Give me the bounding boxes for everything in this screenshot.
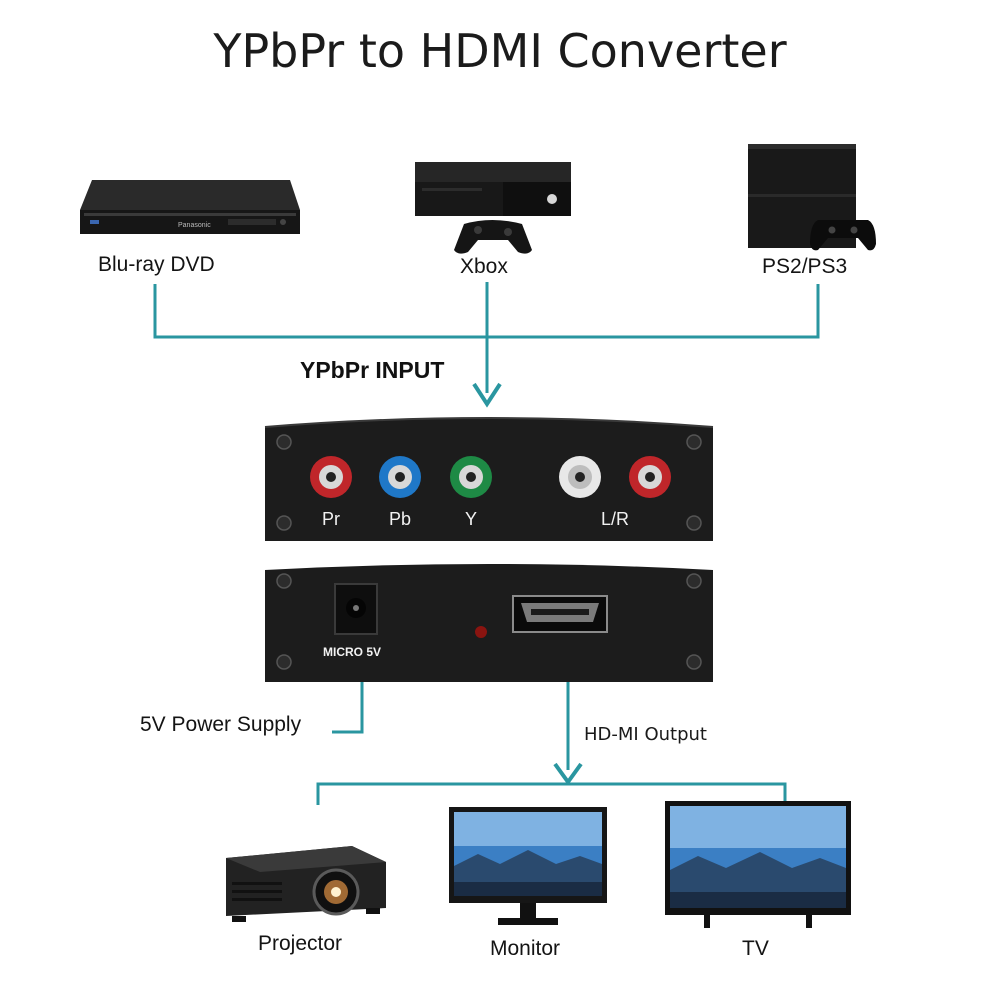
port-label-pb: Pb xyxy=(389,509,411,529)
output-bus-line xyxy=(316,782,787,805)
rca-jack-audio-r[interactable] xyxy=(629,456,671,498)
output-label-monitor: Monitor xyxy=(490,937,561,960)
output-arrow-icon xyxy=(553,762,583,786)
hdmi-port[interactable] xyxy=(512,595,608,633)
source-label-ps: PS2/PS3 xyxy=(762,255,848,278)
port-label-lr: L/R xyxy=(601,509,629,529)
port-label-y: Y xyxy=(465,509,477,529)
ypbpr-input-label: YPbPr INPUT xyxy=(300,357,445,383)
projector-icon xyxy=(226,846,386,922)
rca-jack-y[interactable] xyxy=(450,456,492,498)
power-port-label: MICRO 5V xyxy=(323,645,381,659)
blu-ray-player-icon: Panasonic xyxy=(80,180,300,234)
power-wire xyxy=(332,682,364,734)
source-label-xbox: Xbox xyxy=(460,255,508,278)
xbox-controller-icon xyxy=(454,220,532,254)
hdmi-output-label: HD-MI Output xyxy=(584,724,707,745)
port-label-pr: Pr xyxy=(322,509,340,529)
input-arrow-icon xyxy=(472,382,502,408)
rca-jack-audio-l[interactable] xyxy=(559,456,601,498)
monitor-icon xyxy=(449,807,607,925)
dc-power-jack[interactable] xyxy=(334,583,378,635)
power-supply-label: 5V Power Supply xyxy=(140,713,302,736)
ps-controller-icon xyxy=(810,220,876,251)
output-label-projector: Projector xyxy=(258,932,343,955)
source-label-blu-ray: Blu-ray DVD xyxy=(98,253,215,276)
converter-input-panel: Pr Pb Y L/R xyxy=(264,417,714,541)
playstation-console-icon xyxy=(748,144,876,251)
rca-jack-pb[interactable] xyxy=(379,456,421,498)
xbox-console-icon xyxy=(415,162,571,254)
output-label-tv: TV xyxy=(742,937,769,960)
brand-text: Panasonic xyxy=(178,222,211,229)
status-led-icon xyxy=(475,626,487,638)
converter-output-panel: MICRO 5V xyxy=(265,564,713,682)
rca-jack-pr[interactable] xyxy=(310,456,352,498)
page-title: YPbPr to HDMI Converter xyxy=(213,24,787,78)
tv-icon xyxy=(665,801,851,928)
